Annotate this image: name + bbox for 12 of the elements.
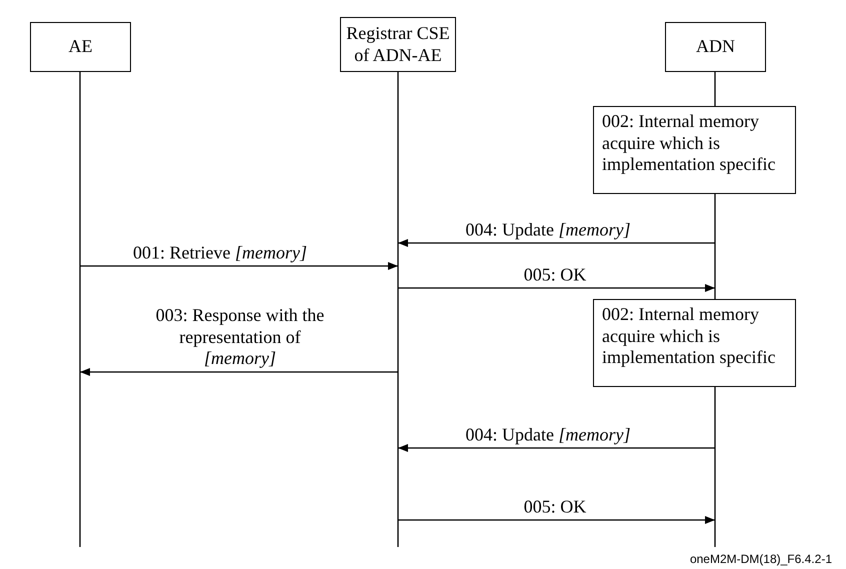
message-arrow [398, 239, 715, 247]
message-arrow [398, 284, 715, 292]
message-arrow [80, 262, 398, 270]
message-arrow [398, 444, 715, 452]
figure-id: oneM2M-DM(18)_F6.4.2-1 [690, 552, 832, 566]
participant-box: Registrar CSE of ADN-AE [340, 17, 456, 72]
note-box: 002: Internal memory acquire which is implementation specific [593, 106, 796, 194]
message-arrow [398, 516, 715, 524]
note-box: 002: Internal memory acquire which is implementation specific [593, 299, 796, 387]
message-arrow [80, 368, 398, 376]
participant-box: AE [30, 22, 131, 72]
participant-box: ADN [665, 22, 766, 72]
